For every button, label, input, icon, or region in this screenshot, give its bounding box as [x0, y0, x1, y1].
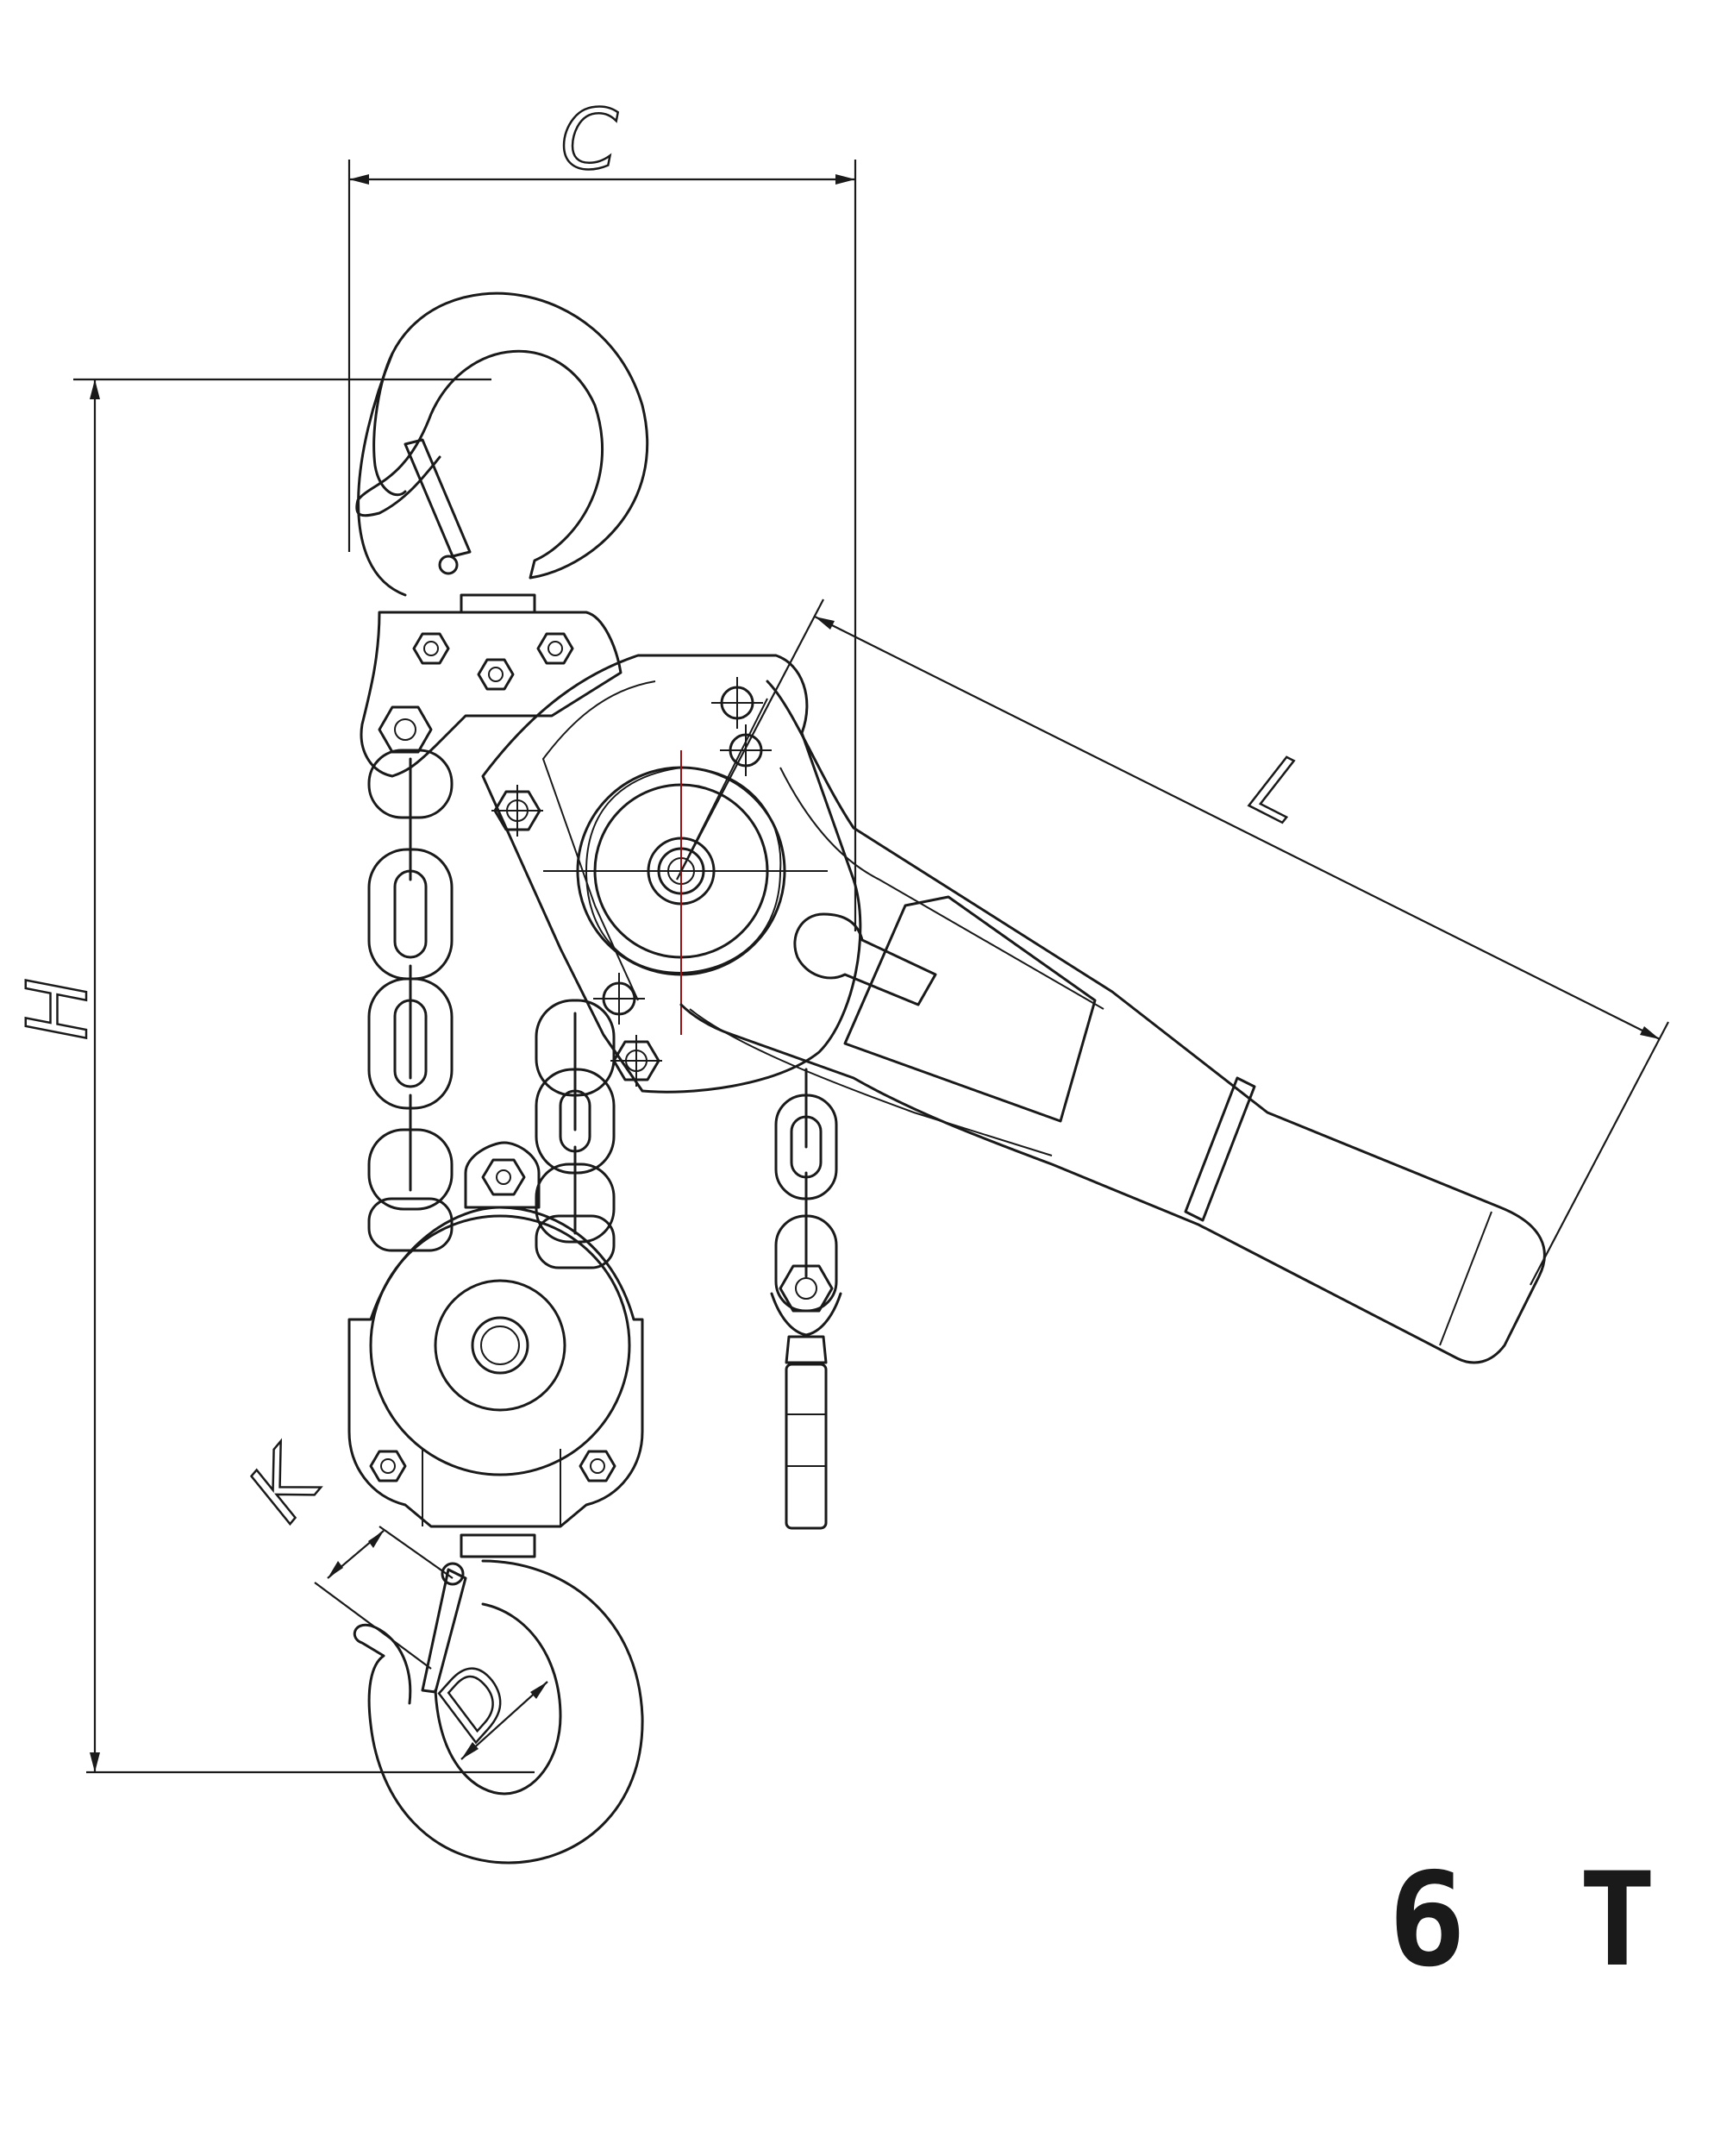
hex-nut-icon [536, 632, 574, 665]
hex-nut-icon [579, 1450, 616, 1482]
bolt-icon [593, 973, 645, 1025]
dimension-k: K [228, 1429, 454, 1670]
chain-end-nut-icon [779, 1264, 834, 1313]
dimension-l: L [676, 599, 1669, 1286]
dimension-k-label: K [230, 1430, 343, 1539]
dimension-l-label: L [1238, 736, 1323, 843]
hex-nut-icon [412, 632, 450, 665]
dimension-d-label: D [417, 1645, 532, 1758]
load-chain-right [535, 999, 616, 1269]
dimension-h-label: H [9, 978, 106, 1040]
lever-handle [679, 680, 1546, 1364]
bolt-icon [711, 677, 763, 729]
dimension-h: H [9, 378, 535, 1774]
top-hook [355, 291, 649, 614]
dimension-c: C [347, 91, 857, 931]
dimension-d: D [416, 1645, 548, 1760]
hex-nut-icon [481, 1158, 526, 1196]
top-bracket [360, 611, 623, 778]
bolt-icon [491, 785, 543, 837]
bolt-icon [720, 724, 772, 776]
hex-nut-icon [477, 658, 515, 691]
hex-nut-icon [369, 1450, 407, 1482]
gear-housing [481, 654, 862, 1094]
dimension-c-label: C [560, 91, 618, 188]
bottom-hook [353, 1559, 644, 1865]
load-chain-left [367, 749, 454, 1252]
hand-chain [770, 1068, 842, 1530]
capacity-label: 6 T [1388, 1846, 1674, 1996]
bottom-block [347, 1141, 644, 1558]
hex-nut-icon [378, 705, 433, 754]
bolt-icon [610, 1035, 662, 1087]
